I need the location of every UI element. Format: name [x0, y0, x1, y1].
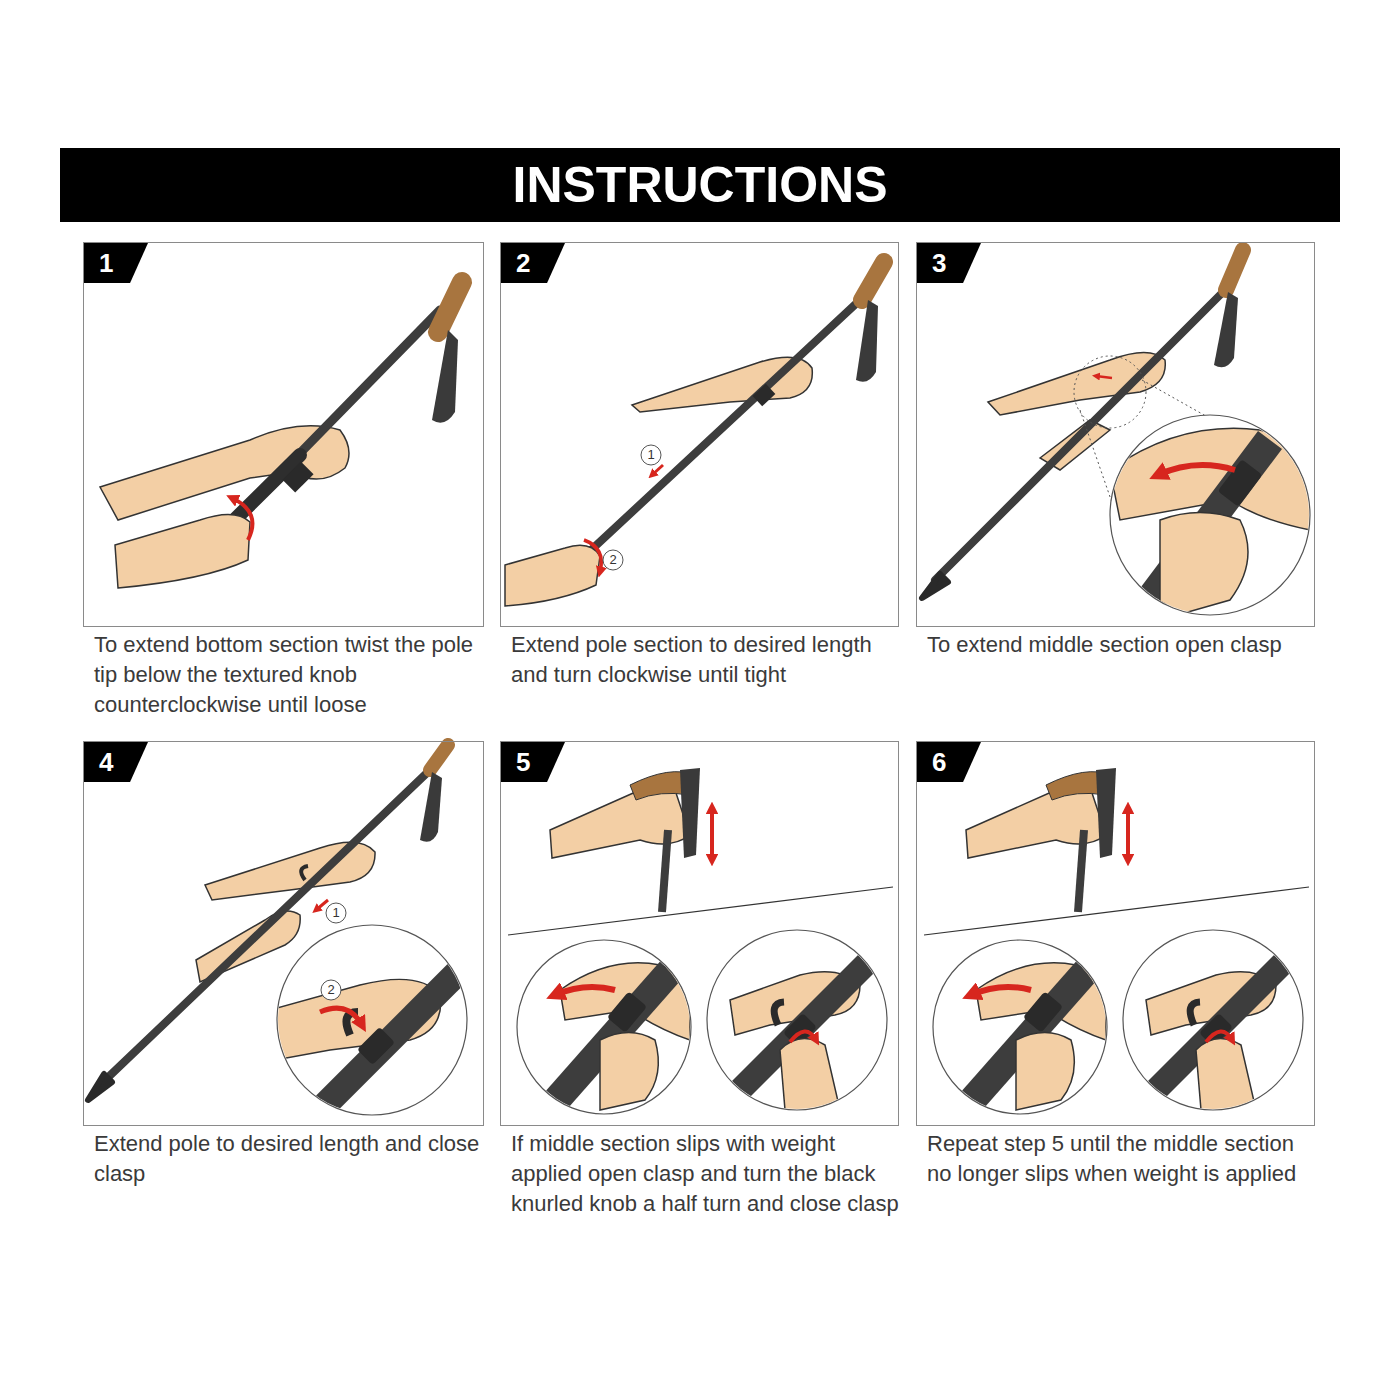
title-bar: INSTRUCTIONS: [60, 148, 1340, 222]
step-number: 2: [501, 243, 565, 283]
illustration-part: [988, 353, 1165, 416]
illustration-part: [530, 960, 680, 1130]
callout-number: 1: [326, 903, 346, 923]
illustration-part: [321, 980, 341, 1000]
callout-number: 1: [641, 445, 661, 465]
illustration-part: [780, 1039, 840, 1110]
illustration-part: [1226, 250, 1243, 290]
callout-number: 2: [321, 980, 341, 1000]
illustration-part: [1214, 292, 1238, 367]
step-caption: Extend pole section to desired length an…: [511, 630, 903, 690]
step-tab: 6: [917, 742, 981, 782]
step-tab: 1: [84, 243, 148, 283]
illustration-part: [1160, 513, 1248, 621]
illustration-part: [88, 1074, 112, 1100]
step-number: 3: [917, 243, 981, 283]
illustration-part: [301, 866, 308, 880]
title-text: INSTRUCTIONS: [513, 156, 888, 214]
step-number: 5: [501, 742, 565, 782]
illustration-part: [508, 887, 893, 935]
panel-4-art: [88, 745, 470, 1130]
illustration-part: [715, 950, 880, 1115]
illustration-part: [300, 960, 470, 1130]
step-tab: 4: [84, 742, 148, 782]
step-tab: 2: [501, 243, 565, 283]
illustration-part: [1158, 465, 1235, 475]
instruction-panel: 1To extend bottom section twist the pole…: [83, 242, 484, 627]
illustration-part: [1096, 376, 1112, 378]
panel-6-art: [924, 768, 1309, 1130]
illustration-part: [1110, 428, 1310, 640]
illustration-part: [530, 960, 690, 1130]
illustration-part: [600, 1033, 658, 1111]
illustration-part: [753, 384, 776, 407]
illustration-part: [856, 300, 878, 382]
illustration-part: [430, 745, 448, 770]
illustration-part: [603, 550, 623, 570]
step-tab: 5: [501, 742, 565, 782]
illustration-part: [715, 950, 880, 1115]
illustration-part: [438, 282, 462, 332]
illustration-part: [790, 1031, 816, 1042]
illustration-part: [774, 1002, 784, 1025]
instruction-panel: 3To extend middle section open clasp: [916, 242, 1315, 627]
illustration-part: [555, 987, 615, 995]
instruction-panel: 5If middle section slips with weight app…: [500, 741, 899, 1126]
illustration-part: [282, 461, 313, 492]
panel-3-art: [922, 250, 1310, 640]
illustration-part: [641, 445, 661, 465]
illustration-part: [710, 808, 714, 860]
step-caption: To extend middle section open clasp: [927, 630, 1319, 660]
step-caption: Repeat step 5 until the middle section n…: [927, 1129, 1319, 1189]
illustration-part: [232, 498, 252, 540]
step-caption: Extend pole to desired length and close …: [94, 1129, 486, 1189]
step-number: 6: [917, 742, 981, 782]
step-caption: If middle section slips with weight appl…: [511, 1129, 903, 1219]
illustration-part: [320, 1008, 362, 1025]
illustration-part: [115, 514, 250, 588]
illustration-part: [922, 574, 948, 598]
illustration-part: [680, 768, 700, 858]
callout-number: 2: [603, 550, 623, 570]
panel-2-art: [505, 262, 884, 606]
illustration-part: [607, 991, 647, 1032]
illustration-part: [326, 903, 346, 923]
panel-5-art: [508, 768, 893, 1130]
illustration-part: [862, 262, 884, 300]
illustration-part: [1120, 440, 1270, 640]
illustration-part: [505, 545, 600, 606]
illustration-part: [432, 330, 458, 423]
illustration-part: [652, 465, 663, 475]
step-number: 1: [84, 243, 148, 283]
illustration-part: [316, 900, 328, 910]
instruction-panel: 4Extend pole to desired length and close…: [83, 741, 484, 1126]
illustration-part: [1074, 356, 1146, 428]
illustration-part: [662, 830, 668, 912]
illustration-part: [707, 930, 887, 1110]
instruction-panel: 6Repeat step 5 until the middle section …: [916, 741, 1315, 1126]
instruction-panel: 2Extend pole section to desired length a…: [500, 242, 899, 627]
illustration-part: [270, 960, 470, 1130]
step-number: 4: [84, 742, 148, 782]
illustration-part: [357, 1027, 395, 1065]
illustration-part: [575, 300, 860, 565]
panel-1-art: [100, 282, 462, 588]
illustration-part: [420, 772, 442, 842]
step-caption: To extend bottom section twist the pole …: [94, 630, 486, 720]
illustration-part: [584, 540, 601, 572]
step-tab: 3: [917, 243, 981, 283]
